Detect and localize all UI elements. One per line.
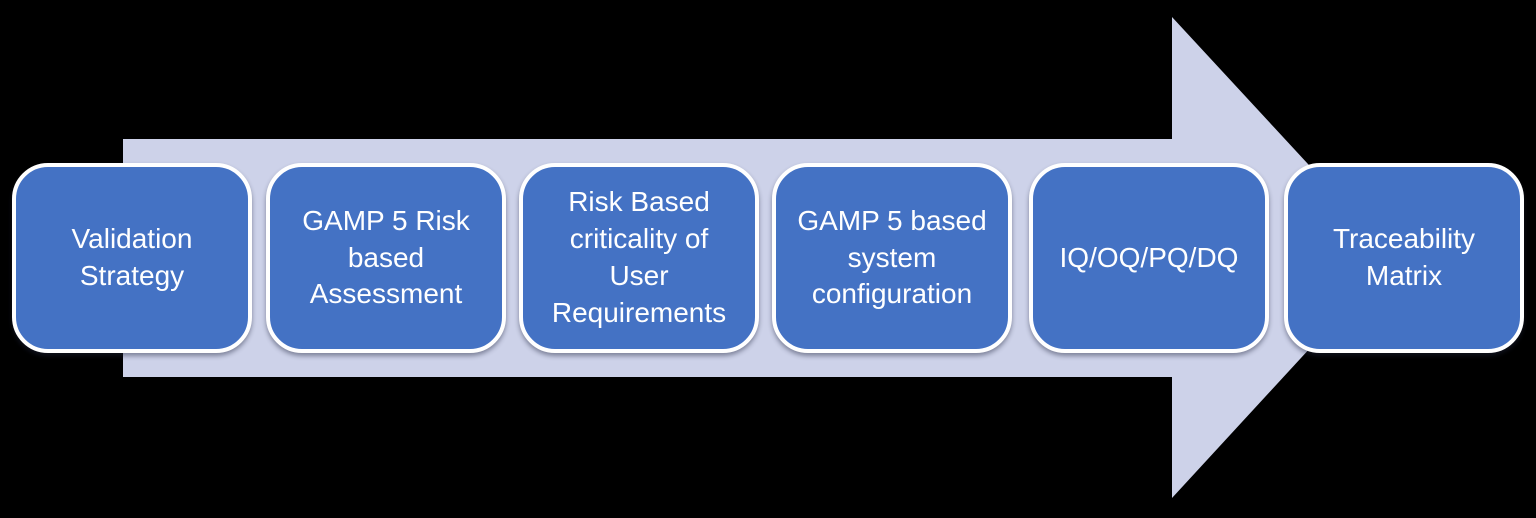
step-box-traceability-matrix: Traceability Matrix [1284, 163, 1524, 353]
step-label-gamp5-risk-assessment: GAMP 5 Risk based Assessment [302, 204, 470, 310]
step-box-risk-based-criticality: Risk Based criticality of User Requireme… [519, 163, 759, 353]
step-box-gamp5-risk-assessment: GAMP 5 Risk based Assessment [266, 163, 506, 353]
step-label-iq-oq-pq-dq: IQ/OQ/PQ/DQ [1059, 241, 1239, 273]
step-box-gamp5-system-configuration: GAMP 5 based system configuration [772, 163, 1012, 353]
step-label-traceability-matrix: Traceability Matrix [1332, 223, 1476, 291]
step-box-validation-strategy: Validation Strategy [12, 163, 252, 353]
step-label-gamp5-system-configuration: GAMP 5 based system configuration [797, 204, 987, 310]
step-box-iq-oq-pq-dq: IQ/OQ/PQ/DQ [1029, 163, 1269, 353]
step-label-risk-based-criticality: Risk Based criticality of User Requireme… [551, 186, 727, 328]
step-label-validation-strategy: Validation Strategy [71, 223, 193, 291]
